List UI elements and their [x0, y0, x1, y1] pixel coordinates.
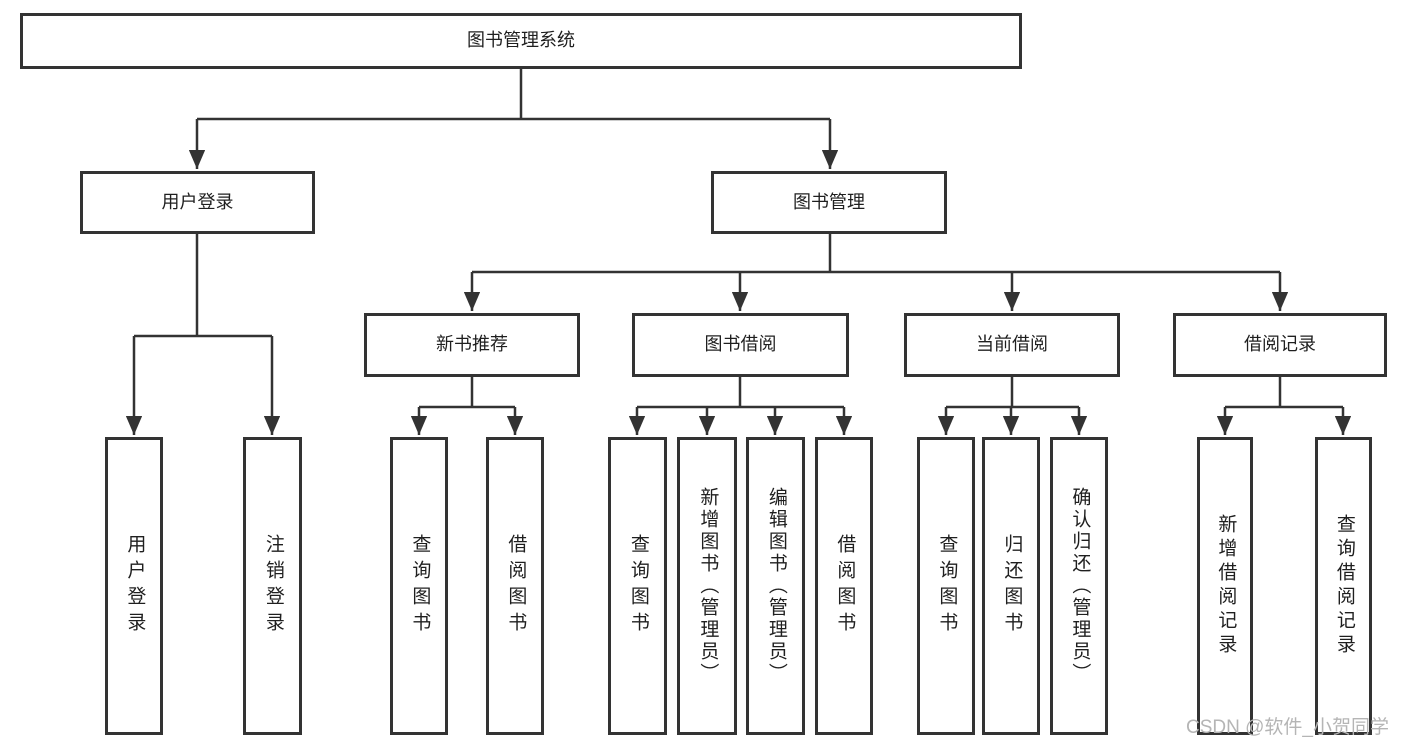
leaf-borrow-query-books: 查询图书 [608, 437, 667, 735]
node-current-borrow: 当前借阅 [904, 313, 1120, 377]
leaf-newbook-query-books: 查询图书 [390, 437, 448, 735]
leaf-record-add-borrow-record: 新增借阅记录 [1197, 437, 1253, 735]
node-root-system: 图书管理系统 [20, 13, 1022, 69]
leaf-user-login: 用户登录 [105, 437, 163, 735]
leaf-current-return-books: 归还图书 [982, 437, 1040, 735]
csdn-watermark: CSDN @软件_小贺同学 [1186, 717, 1389, 738]
leaf-current-confirm-return-admin: 确认归还（管理员） [1050, 437, 1108, 735]
leaf-borrow-borrow-books: 借阅图书 [815, 437, 873, 735]
node-book-management: 图书管理 [711, 171, 947, 234]
leaf-record-query-borrow-record: 查询借阅记录 [1315, 437, 1372, 735]
leaf-borrow-add-books-admin: 新增图书（管理员） [677, 437, 737, 735]
node-book-borrow: 图书借阅 [632, 313, 849, 377]
leaf-borrow-edit-books-admin: 编辑图书（管理员） [746, 437, 805, 735]
leaf-newbook-borrow-books: 借阅图书 [486, 437, 544, 735]
node-borrow-record: 借阅记录 [1173, 313, 1387, 377]
node-new-book-recommend: 新书推荐 [364, 313, 580, 377]
leaf-current-query-books: 查询图书 [917, 437, 975, 735]
leaf-logout: 注销登录 [243, 437, 302, 735]
node-user-login: 用户登录 [80, 171, 315, 234]
